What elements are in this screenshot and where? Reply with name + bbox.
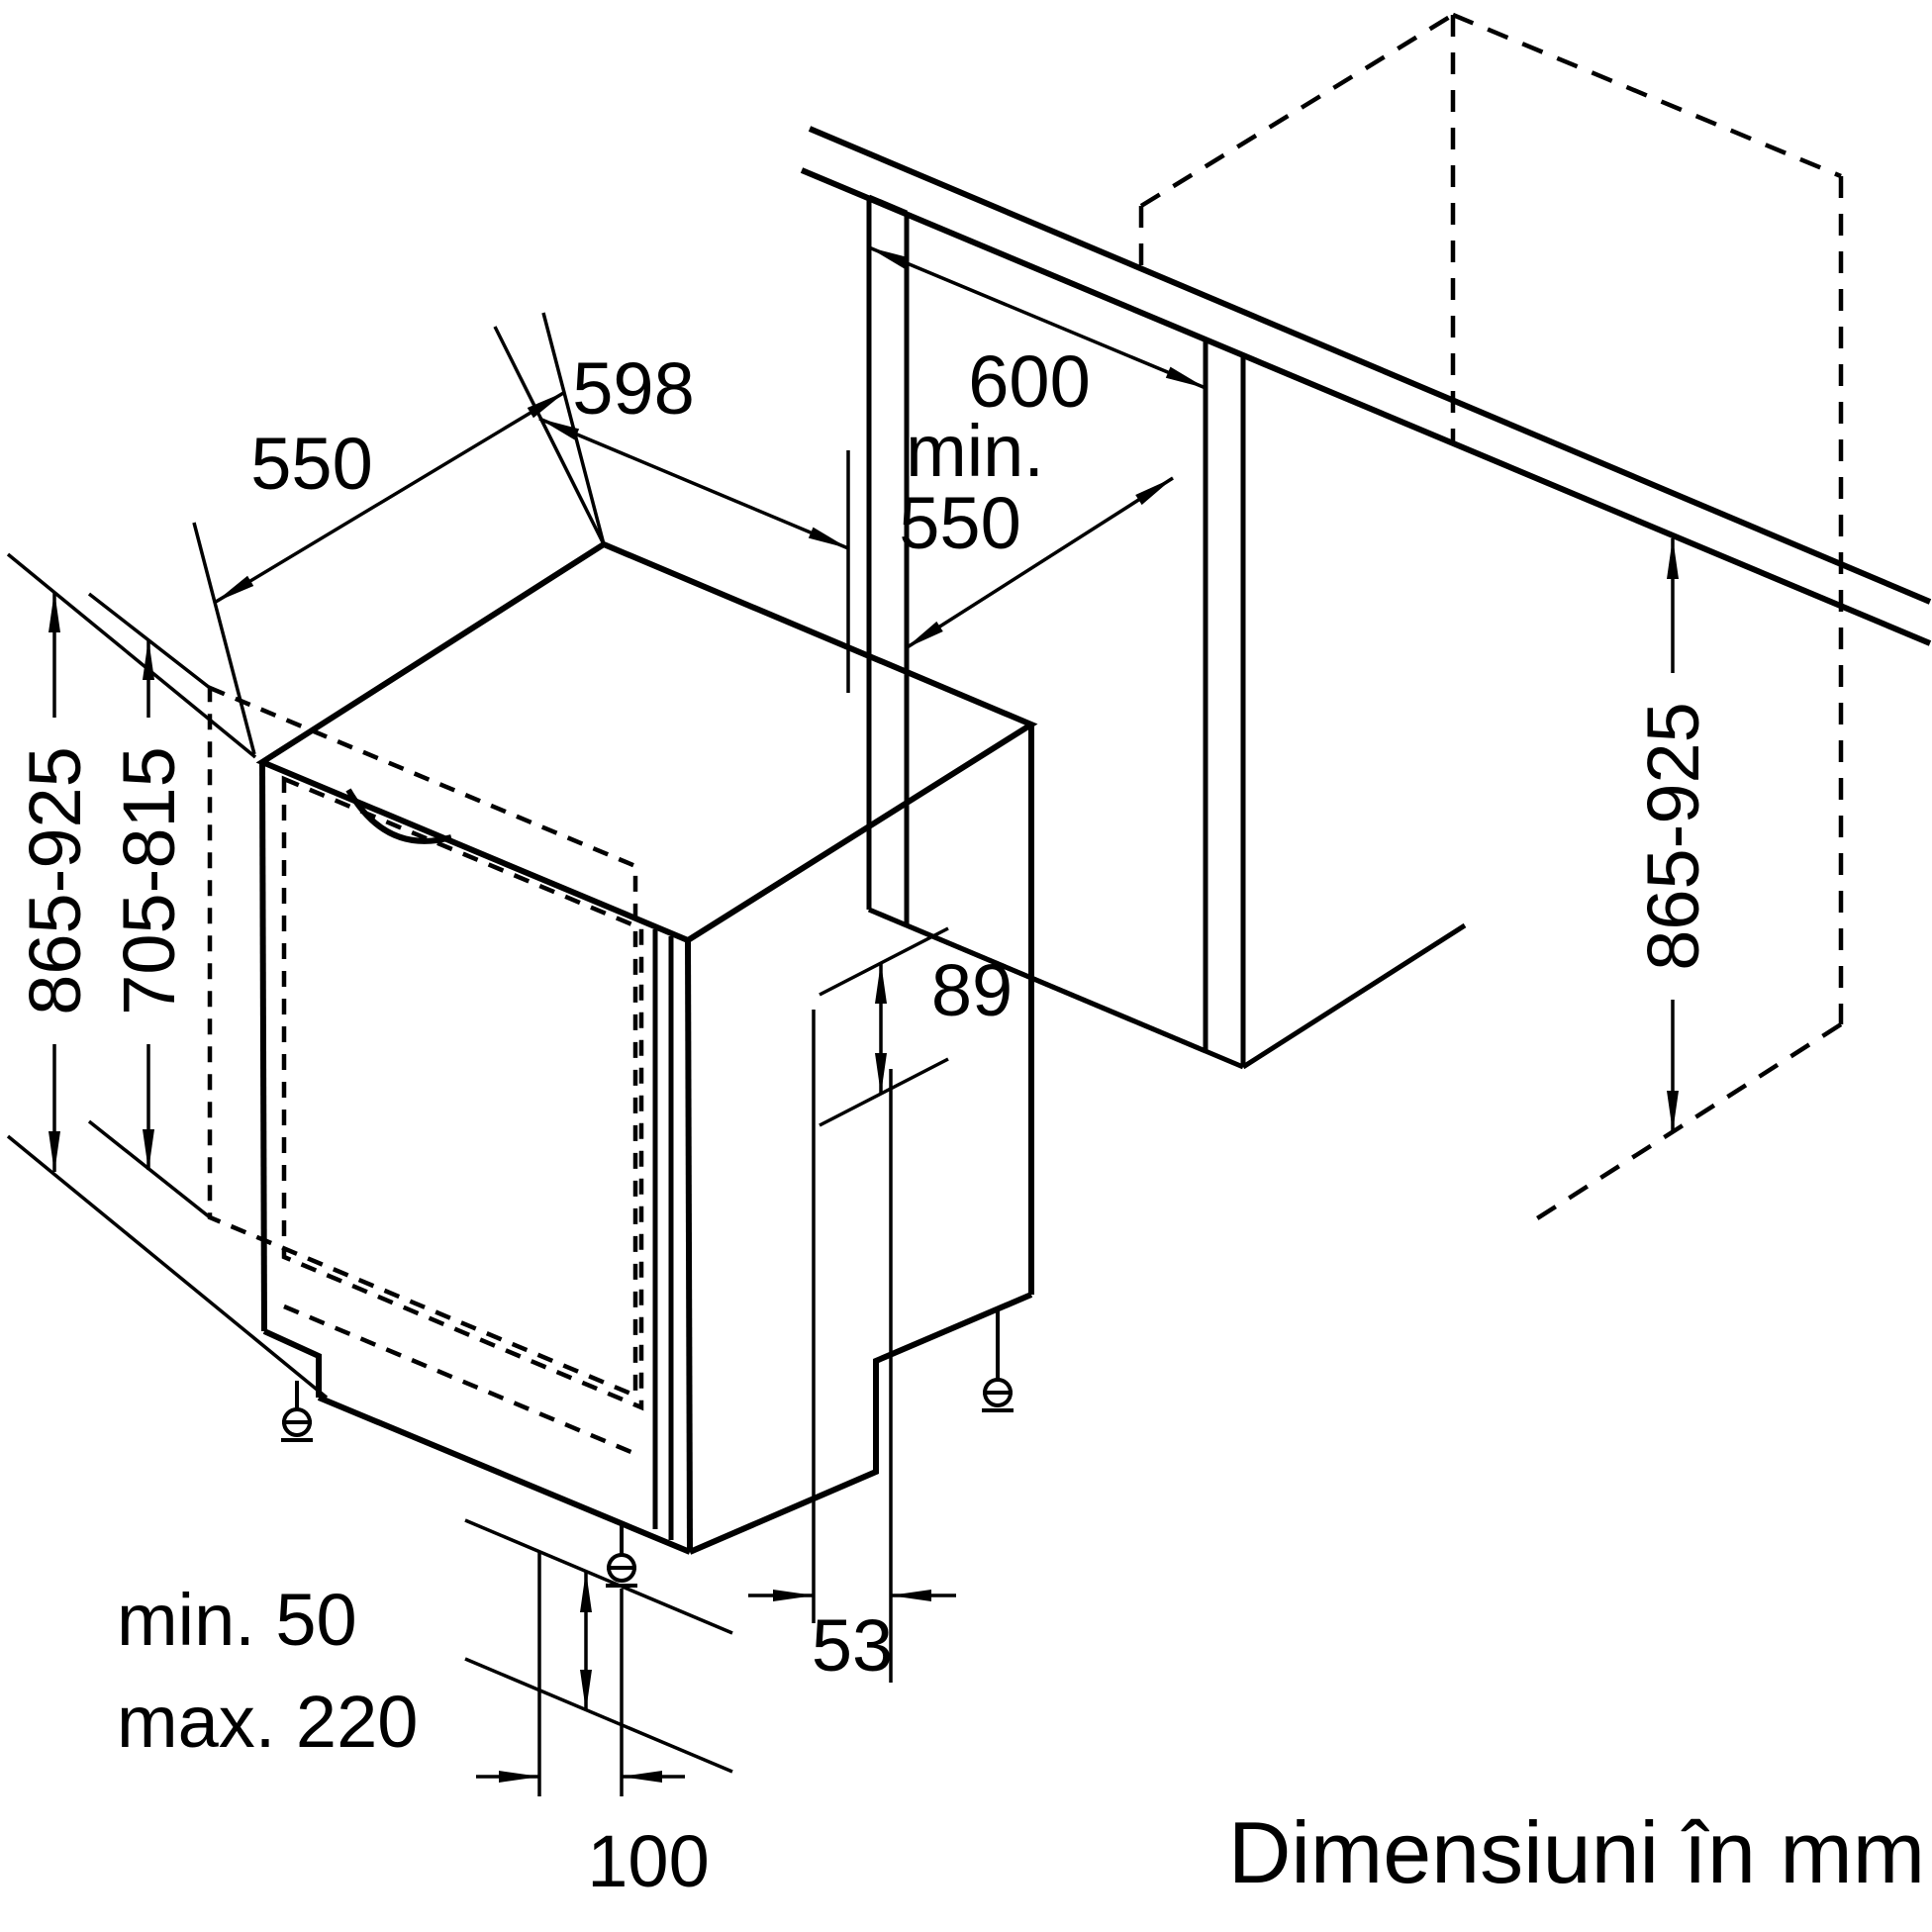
door-handle — [345, 788, 452, 844]
dim-niche-depth: min. 550 — [899, 410, 1174, 650]
niche-hidden-edges — [1138, 12, 1844, 1222]
label-niche-width: 600 — [968, 340, 1090, 423]
label-plinth-min: min. 50 — [117, 1579, 357, 1661]
adjustable-foot-front-left — [281, 1381, 313, 1442]
units-caption: Dimensiuni în mm — [1228, 1803, 1925, 1901]
dim-foot-front-offset: 100 — [476, 1552, 710, 1902]
dim-niche-height: 865-925 — [1632, 537, 1714, 1132]
label-top-depth: 550 — [250, 423, 372, 505]
dim-foot-back-offset: 53 — [748, 1010, 956, 1687]
label-height-total: 865-925 — [14, 746, 96, 1015]
dim-panel-height: 705-815 — [87, 592, 212, 1219]
label-width: 598 — [572, 347, 694, 430]
label-plinth-max: max. 220 — [117, 1681, 418, 1763]
label-niche-depth-min: min. — [906, 410, 1044, 492]
niche-walls — [866, 194, 1467, 1070]
appliance-feet — [281, 1310, 1014, 1588]
label-panel-height: 705-815 — [108, 746, 190, 1015]
label-foot-back-offset: 53 — [812, 1604, 893, 1687]
dim-plinth-height: min. 50 max. 220 — [117, 1518, 733, 1774]
dim-height-total: 865-925 — [6, 552, 329, 1400]
dim-plinth-recess: 89 — [819, 926, 1013, 1127]
label-niche-height: 865-925 — [1632, 702, 1714, 971]
appliance-outline — [255, 540, 1038, 1555]
label-niche-depth-value: 550 — [899, 482, 1020, 564]
adjustable-foot-back — [982, 1310, 1014, 1412]
dim-width: 598 — [493, 326, 850, 693]
adjustable-foot-front-right — [606, 1525, 637, 1588]
dim-top-depth: 550 — [192, 312, 606, 755]
label-foot-front-offset: 100 — [587, 1820, 709, 1902]
label-plinth-recess: 89 — [931, 949, 1013, 1031]
furniture-panel-outline — [207, 684, 638, 1400]
dim-niche-width: 600 — [868, 245, 1207, 423]
appliance-door — [281, 775, 674, 1540]
